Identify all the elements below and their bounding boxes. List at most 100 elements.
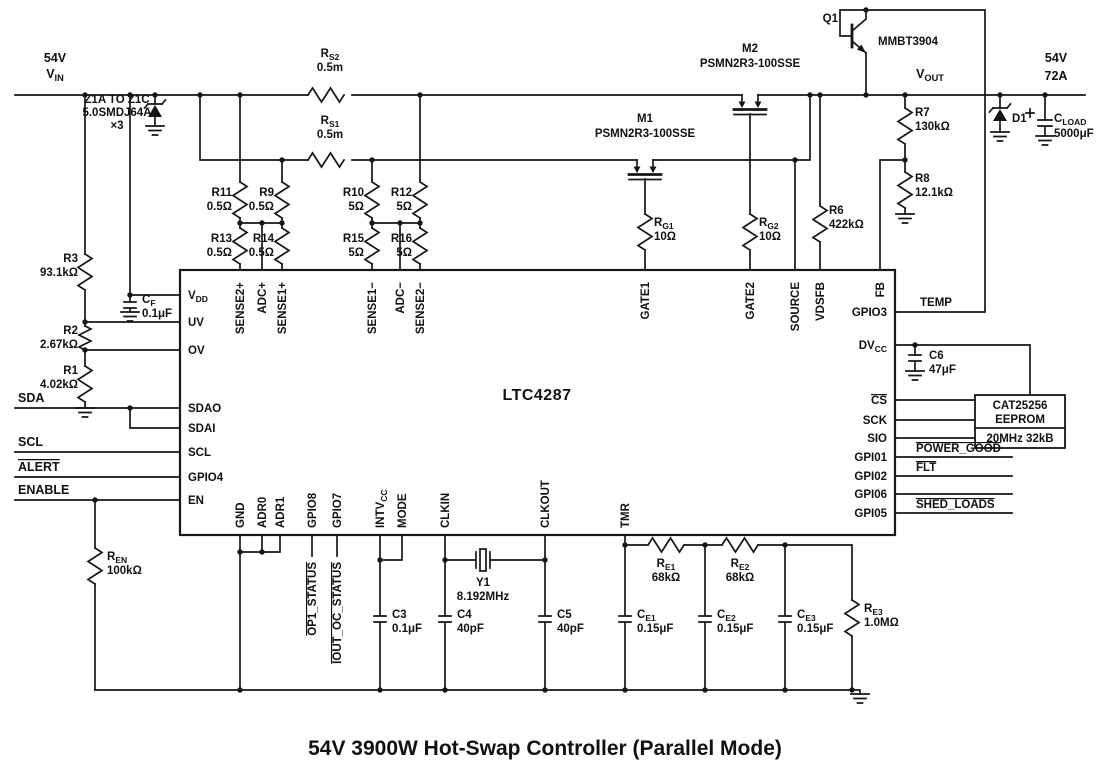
- pin-gate2: GATE2: [745, 282, 757, 320]
- r3-value: 93.1kΩ: [40, 267, 78, 279]
- mosfet-m2-symbol: [732, 93, 768, 116]
- r6-value: 422kΩ: [829, 219, 864, 231]
- eeprom-type: EEPROM: [995, 414, 1045, 426]
- q1-part: MMBT3904: [878, 36, 939, 48]
- r6-name: R6: [829, 205, 844, 217]
- resistor-r15-symbol: [364, 227, 380, 265]
- r16-value: 5Ω: [396, 247, 412, 259]
- pin-mode: MODE: [397, 493, 409, 528]
- ground-bus: [850, 693, 870, 704]
- m1-part: PSMN2R3-100SSE: [595, 128, 696, 140]
- pin-vdsfb: VDSFB: [815, 282, 827, 321]
- r15-value: 5Ω: [348, 247, 364, 259]
- mosfet-m1-symbol: [627, 158, 663, 181]
- r13-value: 0.5Ω: [207, 247, 232, 259]
- r7-value: 130kΩ: [915, 121, 950, 133]
- resistor-r12-symbol: [412, 181, 428, 219]
- vout-net-label: VOUT: [916, 67, 944, 83]
- pin-fb: FB: [875, 282, 887, 297]
- pin-gpi01: GPI01: [854, 452, 887, 464]
- pin-vdd: VDD: [188, 290, 208, 304]
- pin-sdao: SDAO: [188, 403, 221, 415]
- c5-name: C5: [557, 609, 572, 621]
- rs1-name: RS1: [321, 115, 340, 129]
- schematic-title: 54V 3900W Hot-Swap Controller (Parallel …: [308, 737, 782, 760]
- temp-net-label: TEMP: [920, 297, 952, 309]
- rg2-value: 10Ω: [759, 231, 781, 243]
- ren-name: REN: [107, 551, 127, 565]
- resistor-re3-symbol: [844, 599, 860, 637]
- power-good-net-label: POWER_GOOD: [916, 443, 1001, 455]
- out-current-label: 72A: [1045, 69, 1068, 83]
- m1-name: M1: [637, 113, 654, 125]
- resistor-rg1-symbol: [637, 213, 653, 251]
- eeprom-specs: 20MHz 32kB: [986, 433, 1053, 445]
- enable-net-label: ENABLE: [18, 483, 69, 497]
- c3-name: C3: [392, 609, 407, 621]
- ground-z1: [145, 125, 165, 136]
- m2-part: PSMN2R3-100SSE: [700, 58, 801, 70]
- pin-source: SOURCE: [790, 282, 802, 332]
- pin-sense2p: SENSE2+: [235, 282, 247, 334]
- c4-value: 40pF: [457, 623, 484, 635]
- pin-adcm: ADC−: [395, 282, 407, 314]
- resistor-re1-symbol: [647, 537, 685, 553]
- resistor-rs1-symbol: [307, 152, 345, 168]
- ce2-value: 0.15μF: [717, 623, 753, 635]
- r14-value: 0.5Ω: [249, 247, 274, 259]
- eeprom-chip: CAT25256 EEPROM 20MHz 32kB: [974, 394, 1066, 449]
- resistor-rg2-symbol: [742, 213, 758, 251]
- pin-ov: OV: [188, 345, 205, 357]
- pin-gpi06: GPI06: [854, 489, 887, 501]
- sda-net-label: SDA: [18, 391, 44, 405]
- ground-c6: [905, 370, 925, 381]
- r1-value: 4.02kΩ: [40, 379, 78, 391]
- resistor-r11-symbol: [232, 181, 248, 219]
- rs2-name: RS2: [321, 48, 340, 62]
- re1-value: 68kΩ: [652, 572, 680, 584]
- z1-label-1: Z1A TO Z1C: [84, 94, 149, 106]
- r9-name: R9: [259, 187, 274, 199]
- labels: 54V VIN Z1A TO Z1C 5.0SMDJ64A ×3 RS2 0.5…: [18, 13, 1094, 760]
- pin-sck: SCK: [863, 415, 888, 427]
- component-symbols: [75, 23, 1055, 704]
- c6-value: 47μF: [929, 364, 956, 376]
- pin-gpio3: GPIO3: [852, 307, 887, 319]
- r12-value: 5Ω: [396, 201, 412, 213]
- c5-value: 40pF: [557, 623, 584, 635]
- crystal-body: [479, 548, 487, 572]
- ground-d1: [990, 131, 1010, 142]
- m2-name: M2: [742, 43, 758, 55]
- r8-value: 12.1kΩ: [915, 187, 953, 199]
- pin-adr0: ADR0: [257, 497, 269, 528]
- r2-name: R2: [63, 325, 78, 337]
- r10-name: R10: [343, 187, 364, 199]
- re2-name: RE2: [731, 558, 750, 572]
- pin-tmr: TMR: [620, 502, 632, 528]
- flt-net-label: FLT: [916, 462, 936, 474]
- rs1-value: 0.5m: [317, 129, 343, 141]
- re3-name: RE3: [864, 603, 883, 617]
- resistor-r14-symbol: [274, 227, 290, 265]
- vin-net-label: VIN: [46, 67, 64, 83]
- pin-sense2m: SENSE2−: [415, 282, 427, 334]
- pin-gnd: GND: [235, 502, 247, 528]
- rs2-value: 0.5m: [317, 62, 343, 74]
- eeprom-body: [974, 394, 1066, 449]
- pin-scl: SCL: [188, 447, 211, 459]
- rg2-name: RG2: [759, 217, 779, 231]
- resistor-rs2-symbol: [307, 87, 345, 103]
- pin-gpi02: GPI02: [854, 471, 887, 483]
- scl-net-label: SCL: [18, 435, 43, 449]
- resistor-r13-symbol: [232, 227, 248, 265]
- out-voltage-label: 54V: [1045, 51, 1068, 65]
- resistor-r16-symbol: [412, 227, 428, 265]
- resistor-r7-symbol: [897, 107, 913, 145]
- c6-name: C6: [929, 350, 944, 362]
- ground-r8: [895, 213, 915, 224]
- resistor-r1-symbol: [77, 365, 93, 403]
- resistor-r9-symbol: [274, 181, 290, 219]
- r9-value: 0.5Ω: [249, 201, 274, 213]
- vin-voltage-label: 54V: [44, 51, 67, 65]
